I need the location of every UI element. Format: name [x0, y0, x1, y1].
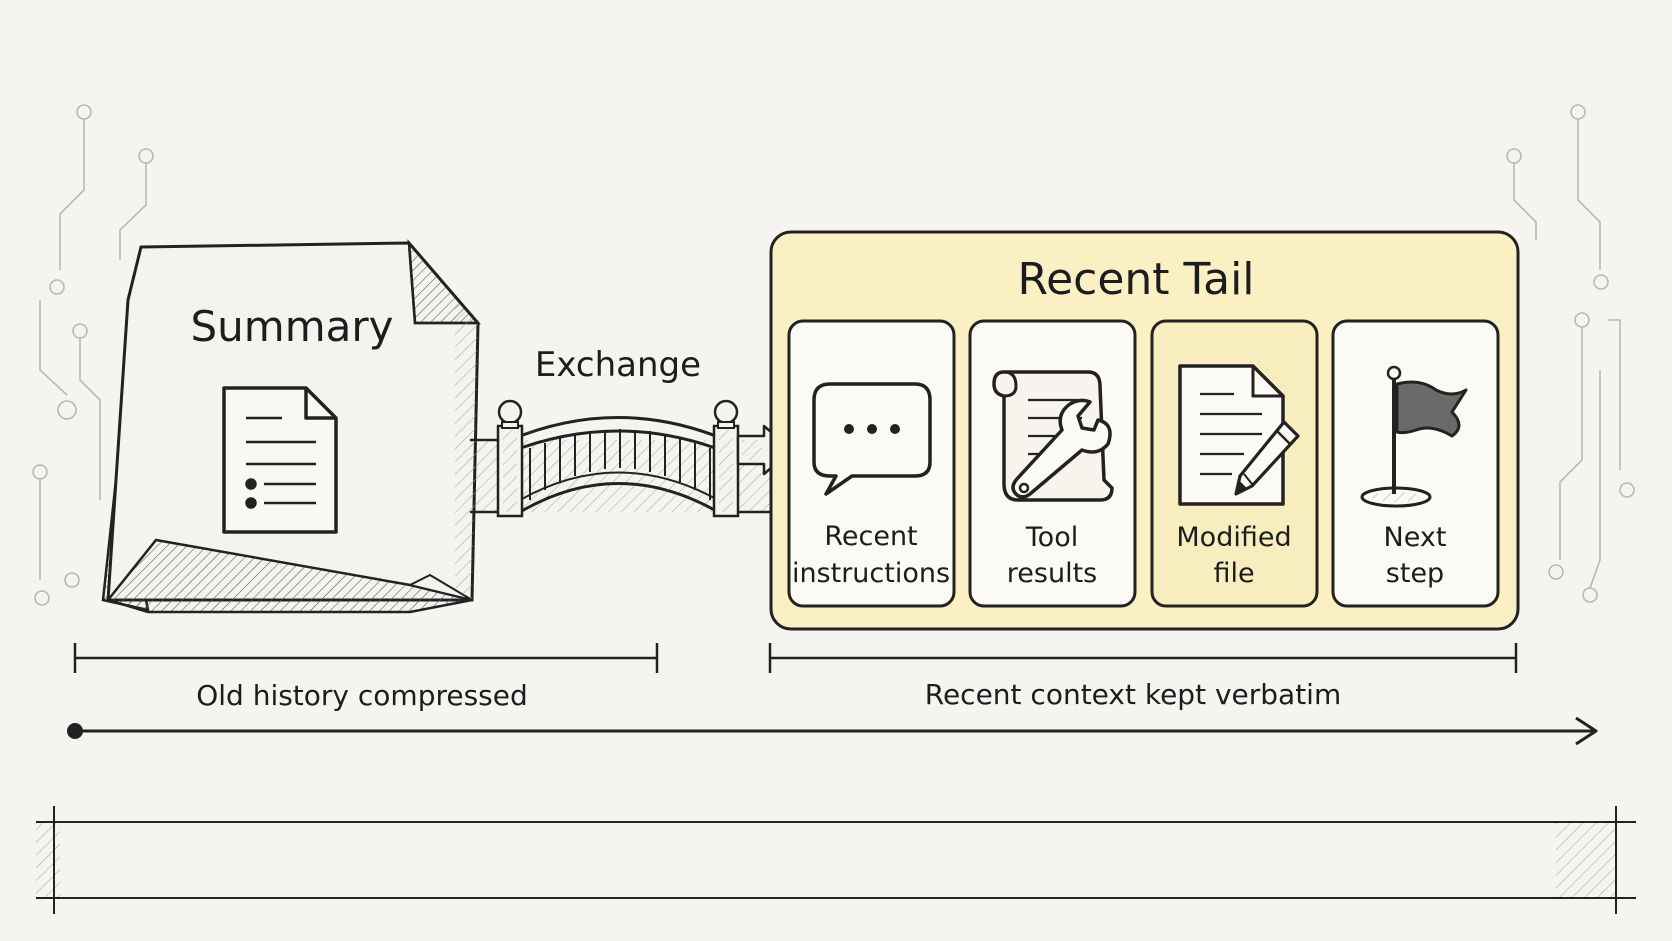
card-label-line1: Tool [1025, 522, 1078, 553]
timeline-arrow [67, 716, 1598, 746]
bridge-balusters [529, 429, 711, 500]
card-label-line2: file [1213, 558, 1254, 589]
old-history-label: Old history compressed [196, 679, 528, 712]
card-label-line2: step [1386, 558, 1444, 589]
scroll-wrench-icon [992, 370, 1114, 502]
ruler-strip [36, 806, 1636, 914]
card-modified-file: Modified file [1150, 319, 1319, 608]
card-label-line1: Recent [824, 521, 917, 552]
exchange-label: Exchange [535, 345, 701, 385]
recent-tail-title: Recent Tail [1017, 254, 1254, 305]
card-tool-results: Tool results [968, 319, 1137, 608]
card-label-line2: instructions [792, 558, 950, 589]
card-label-line1: Next [1384, 522, 1447, 553]
recent-context-label: Recent context kept verbatim [925, 678, 1341, 711]
card-label-line1: Modified [1176, 522, 1291, 553]
bridge-post-left [496, 399, 524, 518]
speech-bubble-icon [812, 382, 932, 496]
circuit-decoration-right [1506, 104, 1635, 603]
old-history-bracket [73, 643, 659, 673]
card-recent-instructions: Recent instructions [787, 319, 956, 608]
document-icon [222, 386, 338, 534]
exchange-bridge: Exchange [470, 345, 794, 518]
circuit-decoration-left [32, 104, 154, 606]
card-next-step: Next step [1331, 319, 1500, 608]
summary-block: Summary [101, 239, 481, 614]
recent-tail-panel: Recent Tail [769, 230, 1520, 631]
summary-title: Summary [191, 302, 394, 351]
bridge-post-right [712, 399, 740, 518]
recent-context-bracket [768, 643, 1518, 673]
card-label-line2: results [1007, 558, 1097, 589]
recent-tail-cards: Recent instructions Tool results [787, 319, 1500, 608]
flag-icon [1360, 365, 1468, 508]
document-pencil-icon [1178, 364, 1300, 506]
